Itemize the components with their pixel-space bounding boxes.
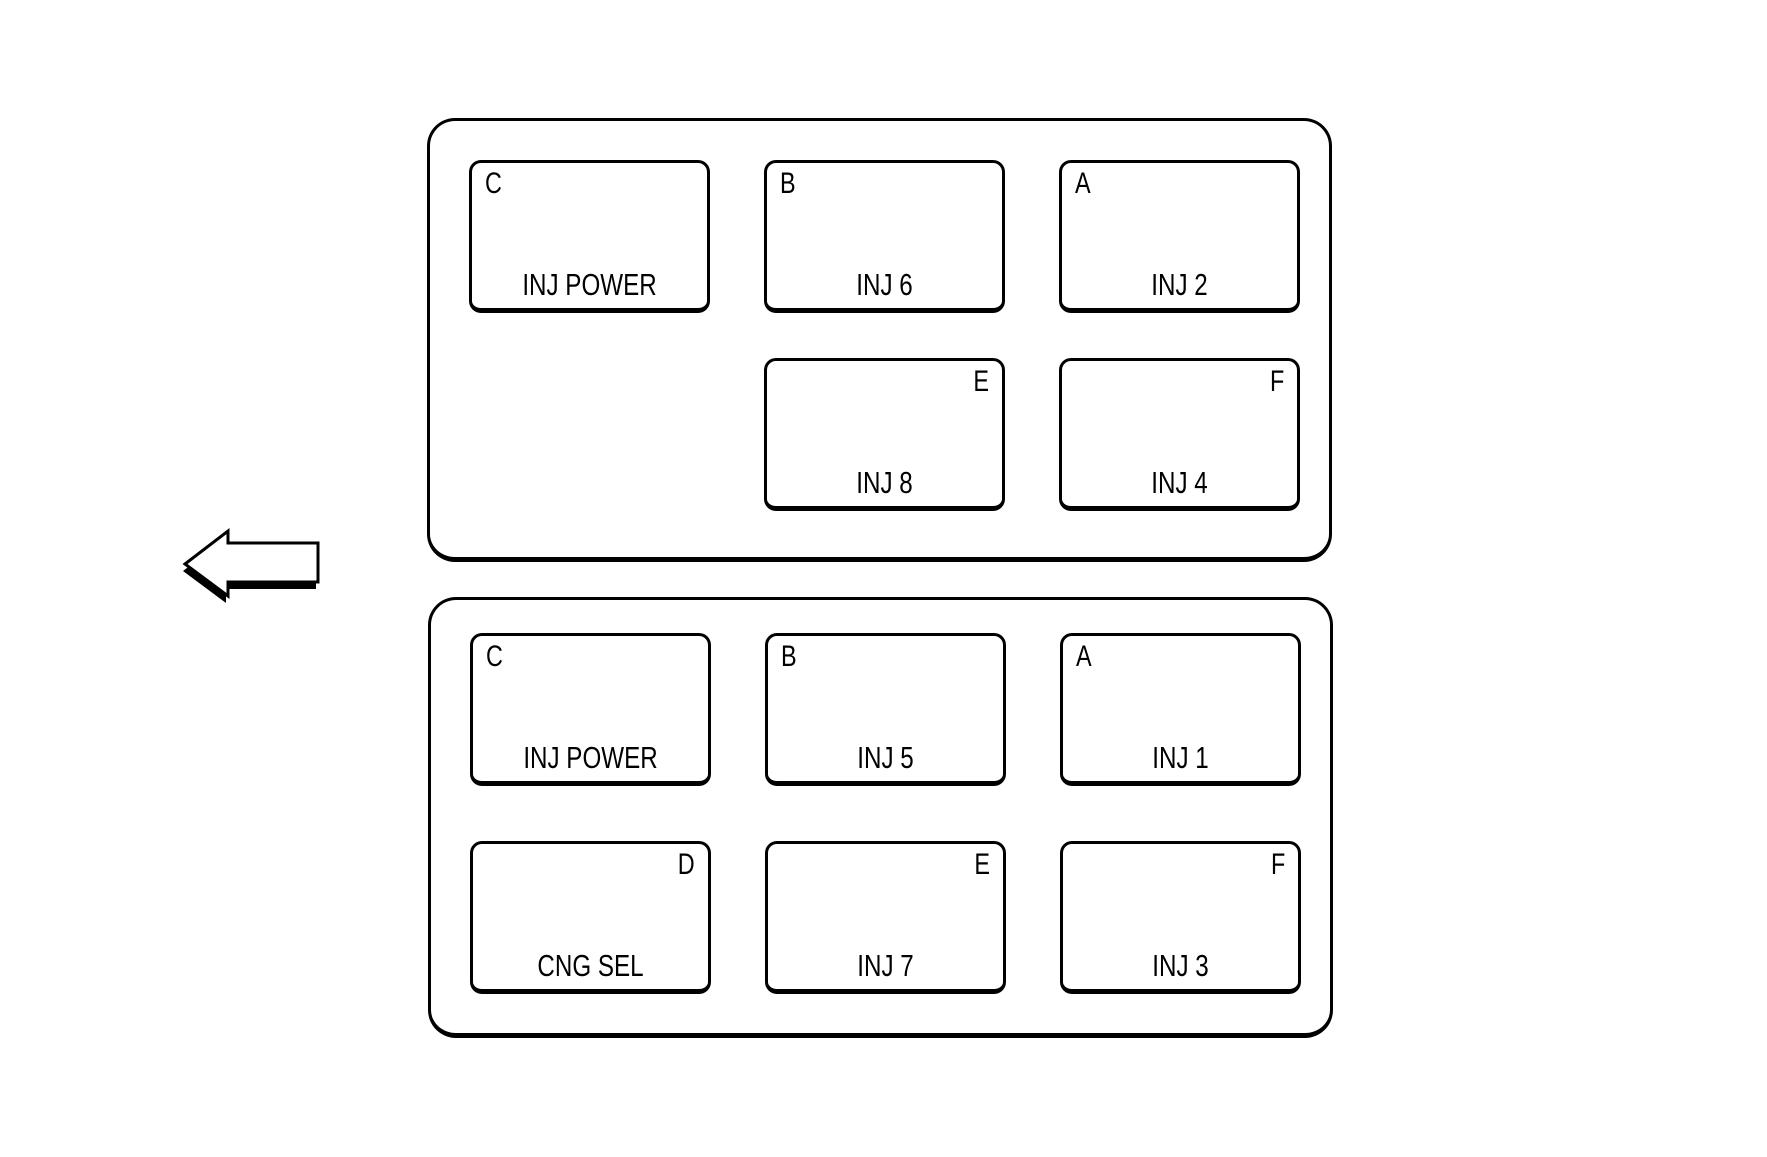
cavity-letter: F bbox=[1269, 365, 1284, 398]
left-arrow-icon bbox=[182, 527, 320, 603]
cavity-letter: A bbox=[1076, 640, 1092, 673]
connector-panel-bottom: C INJ POWER B INJ 5 A INJ 1 D CNG SEL E INJ 7 F INJ… bbox=[428, 597, 1333, 1038]
fuse-label: INJ 6 bbox=[856, 267, 913, 302]
cavity-letter: F bbox=[1270, 848, 1285, 881]
fuse-box-inj-power: C INJ POWER bbox=[469, 160, 710, 313]
cavity-letter: B bbox=[781, 640, 797, 673]
fuse-box-inj-1: A INJ 1 bbox=[1060, 633, 1301, 786]
cavity-letter: A bbox=[1075, 167, 1091, 200]
fuse-label: INJ 7 bbox=[857, 948, 914, 983]
cavity-letter: E bbox=[973, 365, 989, 398]
fuse-label: INJ 3 bbox=[1152, 948, 1209, 983]
fuse-box-inj-4: F INJ 4 bbox=[1059, 358, 1300, 511]
fuse-label: INJ POWER bbox=[522, 267, 657, 302]
fuse-label: INJ 2 bbox=[1151, 267, 1208, 302]
cavity-letter: D bbox=[678, 848, 695, 881]
fuse-label: INJ 5 bbox=[857, 740, 914, 775]
fuse-box-inj-2: A INJ 2 bbox=[1059, 160, 1300, 313]
fuse-box-inj-5: B INJ 5 bbox=[765, 633, 1006, 786]
connector-panel-top: C INJ POWER B INJ 6 A INJ 2 E INJ 8 F INJ 4 bbox=[427, 118, 1332, 562]
fuse-box-inj-7: E INJ 7 bbox=[765, 841, 1006, 994]
fuse-label: INJ 1 bbox=[1152, 740, 1209, 775]
fuse-box-cng-sel: D CNG SEL bbox=[470, 841, 711, 994]
fuse-box-inj-8: E INJ 8 bbox=[764, 358, 1005, 511]
cavity-letter: C bbox=[485, 167, 502, 200]
fuse-label: CNG SEL bbox=[537, 948, 644, 983]
fuse-label: INJ 4 bbox=[1151, 465, 1208, 500]
cavity-letter: C bbox=[486, 640, 503, 673]
cavity-letter: B bbox=[780, 167, 796, 200]
fuse-label: INJ POWER bbox=[523, 740, 658, 775]
fuse-box-inj-3: F INJ 3 bbox=[1060, 841, 1301, 994]
fuse-box-inj-power: C INJ POWER bbox=[470, 633, 711, 786]
fuse-label: INJ 8 bbox=[856, 465, 913, 500]
fuse-box-inj-6: B INJ 6 bbox=[764, 160, 1005, 313]
cavity-letter: E bbox=[974, 848, 990, 881]
